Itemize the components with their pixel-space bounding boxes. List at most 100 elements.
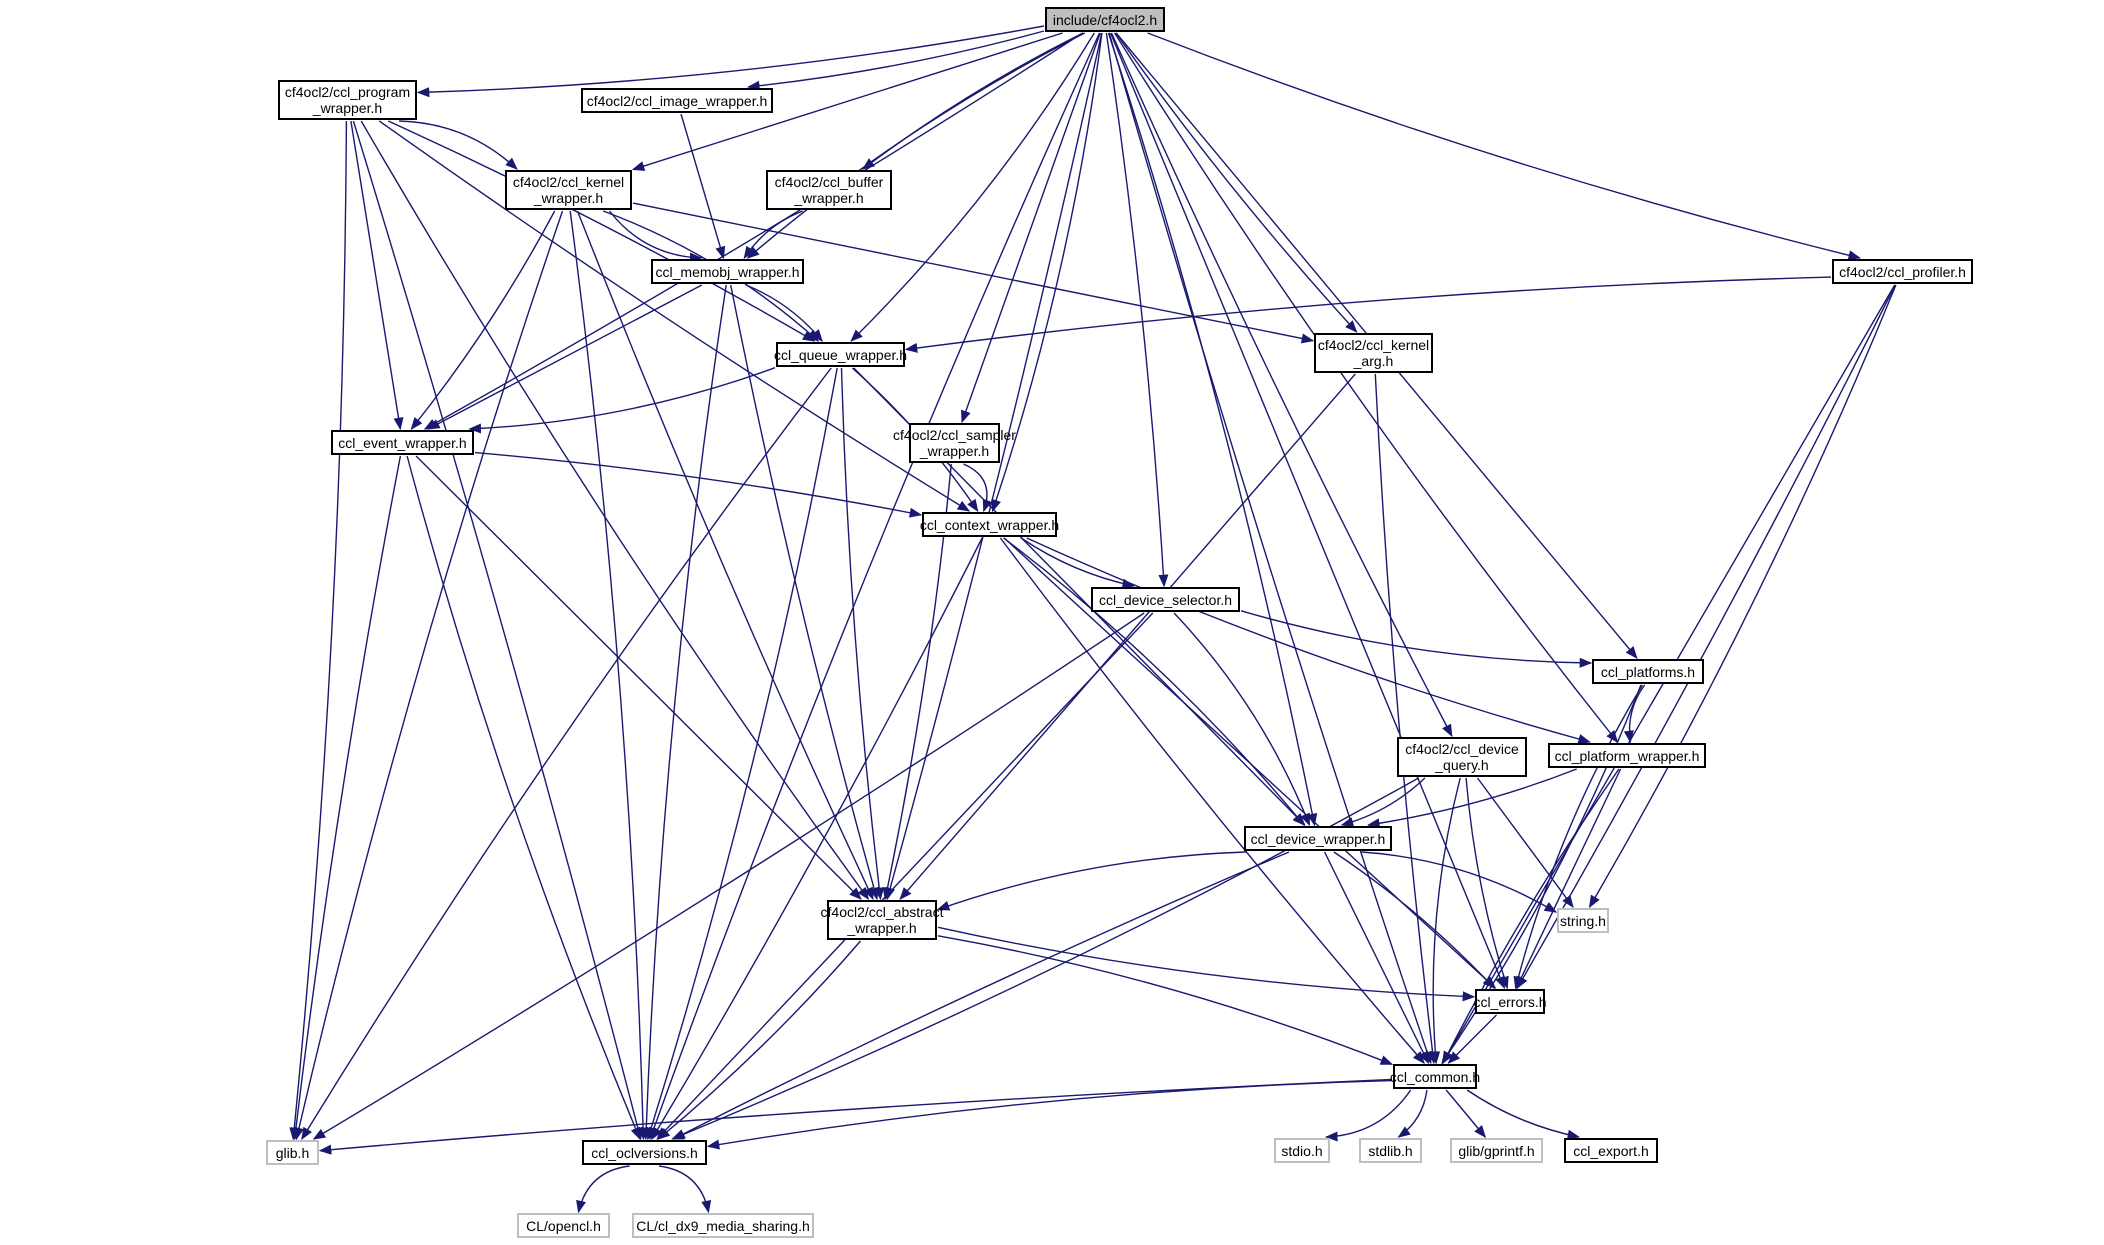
- edge-root-to-event: [423, 32, 1083, 430]
- node-label: ccl_errors.h: [1473, 993, 1547, 1010]
- edge-program-to-context: [378, 120, 971, 512]
- node-profiler[interactable]: cf4ocl2/ccl_profiler.h: [1832, 259, 1973, 284]
- edge-sampler-to-context: [963, 463, 993, 513]
- node-platform-wrapper[interactable]: ccl_platform_wrapper.h: [1548, 743, 1706, 768]
- edge-platforms-to-platform: [1623, 684, 1646, 744]
- edge-event-to-oclversions: [406, 455, 641, 1141]
- node-memobj-wrapper[interactable]: ccl_memobj_wrapper.h: [651, 259, 804, 284]
- node-program-wrapper[interactable]: cf4ocl2/ccl_program _wrapper.h: [278, 80, 417, 120]
- node-label: ccl_event_wrapper.h: [338, 434, 467, 451]
- node-buffer-wrapper[interactable]: cf4ocl2/ccl_buffer _wrapper.h: [766, 170, 892, 210]
- edge-device-to-abstract: [936, 851, 1246, 911]
- node-export[interactable]: ccl_export.h: [1564, 1138, 1658, 1163]
- node-label: cf4ocl2/ccl_abstract _wrapper.h: [820, 904, 944, 936]
- edge-event-to-context: [474, 451, 923, 518]
- edge-platforms-to-errors: [1513, 684, 1643, 990]
- edge-context-to-oclversions: [651, 537, 983, 1141]
- node-label: ccl_common.h: [1389, 1068, 1481, 1085]
- edge-context-to-device: [1003, 537, 1305, 826]
- node-label: cf4ocl2/ccl_program _wrapper.h: [284, 84, 411, 116]
- edge-context-to-errors: [1003, 537, 1497, 989]
- node-sampler-wrapper[interactable]: cf4ocl2/ccl_sampler _wrapper.h: [893, 423, 1016, 463]
- node-label: glib/gprintf.h: [1458, 1142, 1535, 1159]
- edge-queue-to-abstract: [840, 367, 885, 901]
- edge-kernel-to-abstract: [576, 210, 874, 901]
- edge-root-to-program: [416, 25, 1045, 98]
- node-abstract-wrapper[interactable]: cf4ocl2/ccl_abstract _wrapper.h: [821, 900, 943, 940]
- node-dx9-media-sharing-h: CL/cl_dx9_media_sharing.h: [632, 1213, 814, 1238]
- edge-queue-to-oclversions: [646, 367, 838, 1141]
- edge-memobj-to-oclversions: [641, 284, 727, 1141]
- edge-common-to-glib: [318, 1078, 1393, 1155]
- node-label: cf4ocl2/ccl_sampler _wrapper.h: [893, 427, 1016, 459]
- edge-root-to-devsel: [1105, 32, 1169, 588]
- node-device-selector[interactable]: ccl_device_selector.h: [1091, 587, 1240, 612]
- node-gprintf-h: glib/gprintf.h: [1450, 1138, 1543, 1163]
- node-image-wrapper[interactable]: cf4ocl2/ccl_image_wrapper.h: [581, 88, 773, 113]
- node-label: include/cf4ocl2.h: [1052, 11, 1158, 28]
- edge-root-to-abstract: [885, 32, 1103, 901]
- edge-root-to-kernelarg: [1115, 32, 1358, 333]
- edge-profiler-to-string: [1588, 284, 1897, 909]
- edge-devquery-to-common: [1430, 777, 1461, 1065]
- edge-common-to-export: [1466, 1089, 1581, 1140]
- edge-memobj-to-event: [427, 284, 703, 430]
- edge-program-to-abstract: [360, 120, 870, 901]
- edge-buffer-to-memobj: [743, 210, 804, 260]
- edge-root-to-devquery: [1110, 32, 1453, 738]
- node-common[interactable]: ccl_common.h: [1389, 1064, 1481, 1089]
- node-kernel-wrapper[interactable]: cf4ocl2/ccl_kernel _wrapper.h: [505, 170, 632, 210]
- node-label: ccl_platform_wrapper.h: [1554, 747, 1700, 764]
- node-platforms[interactable]: ccl_platforms.h: [1592, 659, 1704, 684]
- edge-common-to-gprintf: [1445, 1089, 1487, 1138]
- node-device-query[interactable]: cf4ocl2/ccl_device _query.h: [1397, 737, 1527, 777]
- edge-program-to-oclversions: [352, 120, 643, 1141]
- edge-memobj-to-abstract: [730, 284, 879, 901]
- edge-program-to-event: [350, 120, 404, 431]
- node-label: cf4ocl2/ccl_profiler.h: [1839, 263, 1966, 280]
- edge-kernel-to-memobj: [608, 210, 703, 263]
- edge-abstract-to-oclversions: [657, 940, 862, 1140]
- node-glib-h: glib.h: [266, 1140, 319, 1165]
- edge-root-to-common: [1108, 32, 1432, 1065]
- edge-root-to-device: [1107, 32, 1318, 827]
- node-opencl-h: CL/opencl.h: [517, 1213, 610, 1238]
- edge-platform-to-common: [1442, 768, 1620, 1065]
- edge-queue-to-glib: [301, 367, 832, 1141]
- node-oclversions[interactable]: ccl_oclversions.h: [582, 1140, 707, 1165]
- node-event-wrapper[interactable]: ccl_event_wrapper.h: [331, 430, 474, 455]
- node-label: ccl_context_wrapper.h: [919, 516, 1060, 533]
- node-label: cf4ocl2/ccl_buffer _wrapper.h: [774, 174, 884, 206]
- node-label: cf4ocl2/ccl_image_wrapper.h: [586, 92, 768, 109]
- node-label: stdio.h: [1281, 1142, 1323, 1159]
- node-label: ccl_device_wrapper.h: [1250, 830, 1386, 847]
- node-label: ccl_oclversions.h: [591, 1144, 698, 1161]
- edge-root-to-memobj: [746, 32, 1086, 259]
- node-device-wrapper[interactable]: ccl_device_wrapper.h: [1244, 826, 1392, 851]
- node-context-wrapper[interactable]: ccl_context_wrapper.h: [919, 512, 1060, 537]
- edge-device-to-oclversions: [672, 851, 1290, 1140]
- edge-root-to-platform: [1114, 32, 1619, 743]
- node-label: glib.h: [275, 1144, 310, 1161]
- node-string-h: string.h: [1557, 908, 1609, 933]
- edge-device-to-common: [1323, 851, 1430, 1065]
- node-label: cf4ocl2/ccl_kernel _arg.h: [1317, 337, 1430, 369]
- node-label: ccl_platforms.h: [1600, 663, 1696, 680]
- edge-errors-to-common: [1447, 1014, 1497, 1064]
- node-label: CL/cl_dx9_media_sharing.h: [636, 1217, 810, 1234]
- edge-devsel-to-platforms: [1240, 610, 1593, 668]
- edge-image-to-memobj: [680, 113, 726, 260]
- edge-context-to-platform: [1026, 537, 1591, 744]
- node-kernel-arg[interactable]: cf4ocl2/ccl_kernel _arg.h: [1314, 333, 1433, 373]
- node-stdio-h: stdio.h: [1274, 1138, 1330, 1163]
- edge-devsel-to-device: [1173, 612, 1311, 827]
- node-label: ccl_queue_wrapper.h: [773, 346, 908, 363]
- edge-profiler-to-errors: [1516, 284, 1896, 990]
- edge-program-to-queue: [387, 120, 816, 342]
- node-queue-wrapper[interactable]: ccl_queue_wrapper.h: [773, 342, 908, 367]
- edge-kernelarg-to-abstract: [899, 373, 1356, 900]
- edge-abstract-to-common: [937, 935, 1394, 1065]
- node-root-cf4ocl2-h: include/cf4ocl2.h: [1045, 7, 1165, 32]
- node-errors[interactable]: ccl_errors.h: [1473, 989, 1547, 1014]
